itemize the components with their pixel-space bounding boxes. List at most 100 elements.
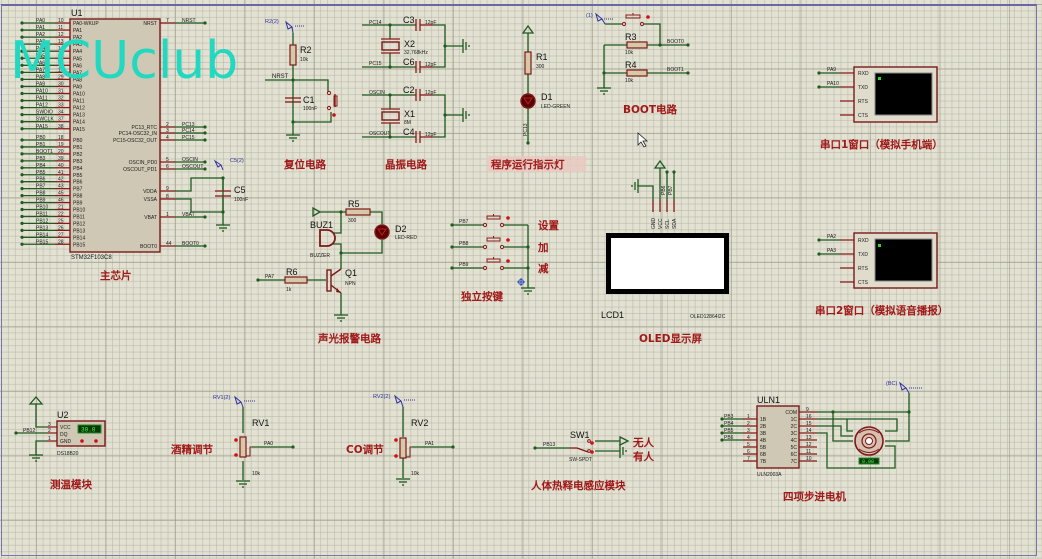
rv1-up-button[interactable] <box>234 438 238 442</box>
crystal-x2[interactable] <box>381 38 400 54</box>
potentiometer-rv2[interactable] <box>399 437 407 459</box>
boot-button[interactable] <box>621 13 650 27</box>
led-d1[interactable] <box>520 93 536 109</box>
stepper-probe[interactable]: (BC) <box>886 381 897 387</box>
c5-probe[interactable]: C5(2) <box>230 158 244 164</box>
resistor-r5[interactable] <box>345 208 371 216</box>
alcohol-pot[interactable]: RV1(2) RV1 PA0 10k 酒精调节 <box>171 395 295 488</box>
probe-icon[interactable] <box>285 20 294 34</box>
rv2-up-button[interactable] <box>394 438 398 442</box>
led-d2[interactable] <box>374 224 390 240</box>
capacitor-c4[interactable] <box>415 131 421 143</box>
alarm-circuit[interactable]: R5 300 D2 LED-RED BUZ1 BUZZER PA7 R6 1k … <box>256 199 417 345</box>
resistor-r1[interactable] <box>524 51 532 75</box>
co-pot[interactable]: RV2(2) RV2 PA1 10k CO调节 <box>346 394 455 486</box>
oled-display[interactable]: PB6 PB7 GND VCC SCL SDA LCD1 OLED12864I2… <box>601 159 729 345</box>
boot-circuit[interactable]: (1) R3 10k R4 10k BOOT0 BOOT1 BOOT电路 <box>586 12 690 148</box>
transistor-q1[interactable] <box>326 268 342 294</box>
run-led-circuit[interactable]: R1 300 D1 LED-GREEN PC13 程序运行指示灯 <box>487 24 586 172</box>
pir-module[interactable]: PB13 SW1 SW-SPDT 无人 有人 人体热释电感应模块 <box>531 430 654 492</box>
reset-circuit[interactable]: R2(2) R2 10k NRST C1 100nF 复位电路 <box>265 19 338 171</box>
resistor-r3[interactable] <box>626 41 648 49</box>
decrement-button[interactable] <box>80 439 84 443</box>
stepper-motor-icon[interactable] <box>854 426 884 456</box>
rv2-down-button[interactable] <box>394 454 398 458</box>
resistor-r6[interactable] <box>284 276 308 284</box>
resistor-r4[interactable] <box>626 69 648 77</box>
probe-icon[interactable] <box>213 159 224 171</box>
uart2-terminal[interactable]: PA2 PA3 RXD TXD RTS CTS 串口2窗口（模拟语音播报） <box>815 232 948 317</box>
oled-screen[interactable] <box>611 238 724 289</box>
spdt-switch[interactable] <box>570 439 594 454</box>
mcu-body[interactable] <box>69 18 161 253</box>
potentiometer-rv1[interactable] <box>239 436 247 458</box>
rv1-down-button[interactable] <box>234 453 238 457</box>
crystal-circuit[interactable]: PC14 PC15 OSCIN OSCOUT X2 32.768kHz X1 8… <box>362 15 470 171</box>
rv1-probe[interactable]: RV1(2) <box>213 395 230 401</box>
terminal-screen[interactable] <box>874 238 933 282</box>
resistor-r2[interactable] <box>289 44 297 66</box>
reset-probe[interactable]: R2(2) <box>265 19 279 25</box>
buzzer-icon[interactable] <box>319 229 336 247</box>
crystal-x1[interactable] <box>381 108 400 124</box>
reset-button[interactable] <box>326 90 338 117</box>
rv2-probe[interactable]: RV2(2) <box>373 394 390 400</box>
temp-module[interactable]: PB12 3 2 1 VCC DQ GND 30.0 U2 DS18B20 测温… <box>14 396 106 491</box>
terminal-screen[interactable] <box>874 72 933 116</box>
capacitor-c2[interactable] <box>415 89 421 101</box>
